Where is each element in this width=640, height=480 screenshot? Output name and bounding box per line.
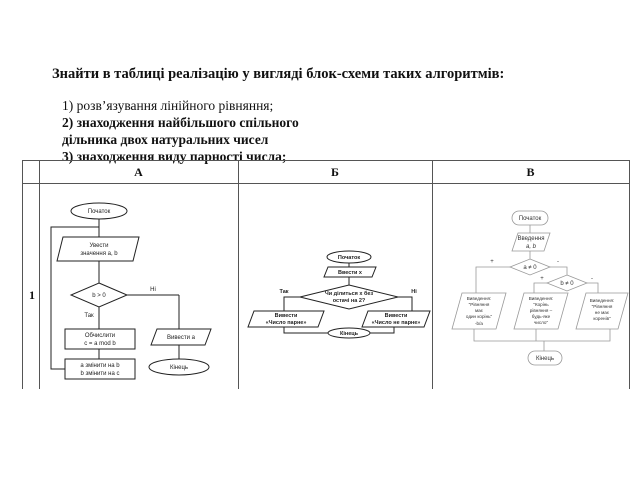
- output2-label-2: "Корінь: [533, 302, 549, 307]
- end-label: Кінець: [536, 356, 554, 362]
- input-label-2: значення a, b: [80, 251, 118, 257]
- output-yes-label-2: «Число парне»: [266, 320, 307, 326]
- condition-label-1: Чи ділиться x без: [325, 290, 374, 297]
- output2-label-3: рівняння –: [530, 308, 553, 313]
- header-divider: [23, 183, 629, 184]
- output3-label-2: "Рівняння: [592, 304, 613, 309]
- output1-label-4: один корінь": [466, 314, 493, 319]
- calc-label-2: c = a mod b: [84, 341, 116, 347]
- start-label: Початок: [88, 209, 111, 215]
- end-terminal: [327, 327, 371, 339]
- yes-label: Так: [84, 313, 94, 319]
- condition1-label: a ≠ 0: [523, 265, 537, 271]
- start-label: Початок: [338, 255, 360, 261]
- calc-label-1: Обчислити: [85, 333, 115, 339]
- input-label-1: Увести: [89, 243, 108, 249]
- plus-label: +: [490, 259, 494, 265]
- flowchart-b: Початок Ввести x Чи ділиться x без остач…: [247, 250, 431, 339]
- input-label: Ввести x: [338, 270, 363, 276]
- output2-label-1: Виведення:: [529, 296, 554, 301]
- input-block: [511, 232, 551, 252]
- task-item-2: 2) знаходження найбільшого спільного: [62, 115, 299, 130]
- yes-label: Так: [279, 289, 288, 295]
- flowchart-c: Початок Введення a, b a ≠ 0 b ≠ 0 + - + …: [451, 210, 629, 366]
- condition1-diamond: [508, 258, 552, 276]
- calc-block: [64, 328, 136, 350]
- task-item-1: 1) розв’язування лінійного рівняння;: [62, 98, 274, 113]
- output-yes-block: [247, 310, 325, 328]
- output-yes-label-1: Вивести: [275, 313, 298, 319]
- output-no-label-2: «Число не парне»: [372, 320, 421, 326]
- task-list: 1) розв’язування лінійного рівняння; 2) …: [62, 97, 299, 165]
- column-header-a: А: [134, 165, 143, 179]
- column-divider: [238, 161, 239, 389]
- output3-label-3: не має: [595, 310, 610, 315]
- end-terminal: [148, 358, 210, 376]
- condition-label: b > 0: [92, 293, 106, 299]
- output1-label-1: Виведення:: [467, 296, 492, 301]
- output2-label-5: число": [534, 320, 549, 325]
- minus-label: -: [557, 259, 559, 265]
- column-header-c: В: [526, 165, 535, 179]
- input-label-1: Введення: [517, 236, 544, 242]
- column-divider: [39, 161, 40, 389]
- end-terminal: [527, 350, 563, 366]
- column-divider: [432, 161, 433, 389]
- column-header-b: Б: [331, 165, 339, 179]
- start-label: Початок: [519, 216, 542, 222]
- row-label: 1: [29, 288, 35, 302]
- input-label-2: a, b: [526, 244, 537, 250]
- output1-label-3: має: [475, 308, 484, 313]
- output1-label-5: -b/a: [475, 321, 483, 326]
- output2-block: [513, 292, 569, 330]
- output1-label-2: "Рівняння: [469, 302, 490, 307]
- condition-diamond: [299, 284, 399, 310]
- no-label: Ні: [150, 287, 156, 293]
- output1-block: [451, 292, 507, 330]
- task-item-2-cont: дільника двох натуральних чисел: [62, 132, 269, 147]
- input-block: [323, 266, 377, 278]
- condition-label-2: остачі на 2?: [333, 298, 366, 304]
- output2-label-4: будь-яке: [532, 314, 551, 319]
- task-heading: Знайти в таблиці реалізацію у вигляді бл…: [52, 66, 505, 82]
- output-no-block: [361, 310, 431, 328]
- assign-label-2: b змінити на c: [81, 371, 120, 377]
- output3-label-1: Виведення:: [590, 298, 615, 303]
- flowchart-a: Початок Увести значення a, b b > 0 Ні Та…: [50, 202, 212, 380]
- condition2-label: b ≠ 0: [560, 281, 574, 287]
- minus-label: -: [591, 276, 593, 282]
- no-label: Ні: [411, 289, 417, 295]
- algorithm-table: А Б В 1 Початок Увести значення a, b b >…: [22, 160, 630, 389]
- end-label: Кінець: [340, 331, 359, 337]
- condition2-diamond: [545, 274, 589, 292]
- end-label: Кінець: [170, 365, 188, 371]
- assign-label-1: a змінити на b: [80, 363, 120, 369]
- output3-label-4: коренів": [593, 316, 611, 321]
- plus-label: +: [540, 276, 544, 282]
- output-no-label-1: Вивести: [385, 313, 408, 319]
- output-label: Вивести a: [167, 335, 196, 341]
- output3-block: [575, 292, 629, 330]
- output-block: [150, 328, 212, 346]
- input-block: [56, 236, 140, 262]
